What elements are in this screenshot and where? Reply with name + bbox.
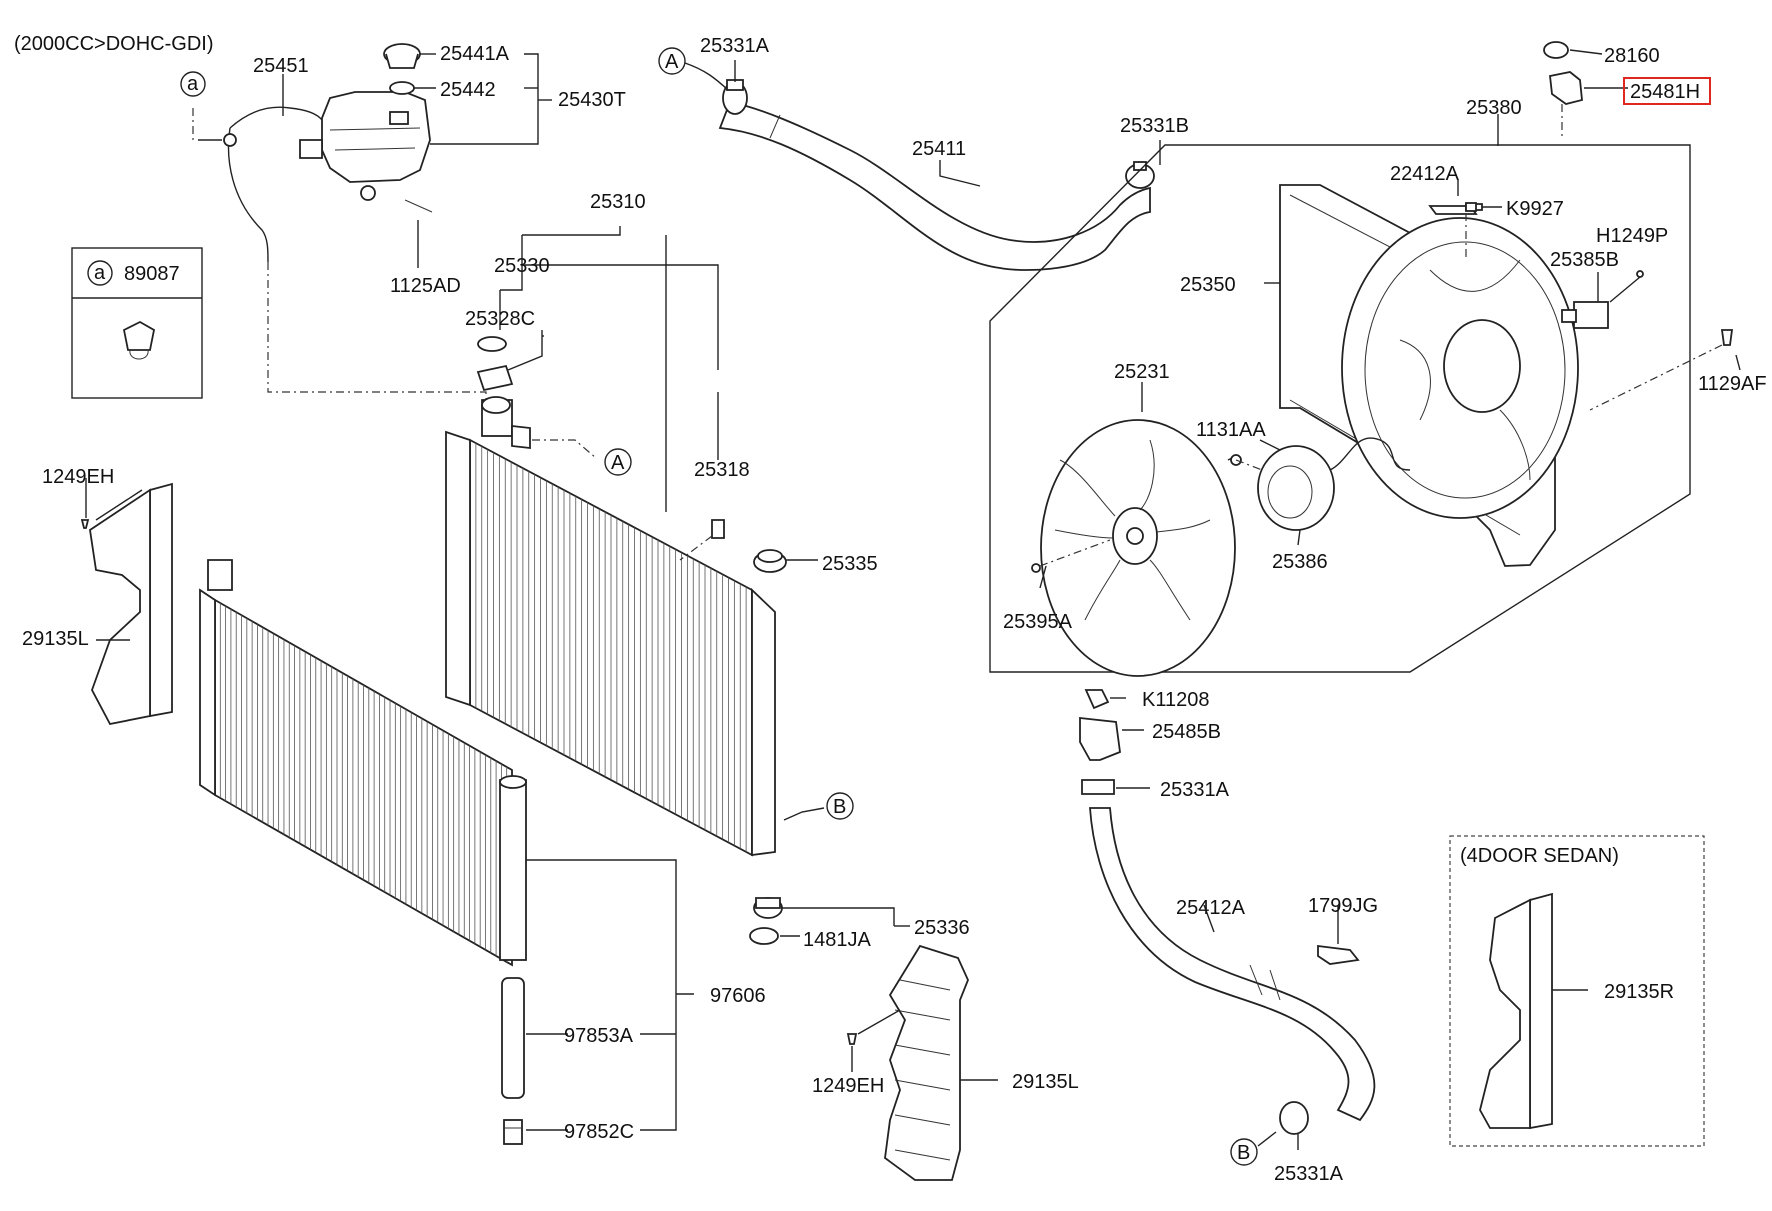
part-25335: 25335	[822, 553, 878, 575]
air-guard-bottom	[884, 944, 969, 1181]
grommet-25336	[753, 897, 783, 919]
legend-ref: a	[94, 262, 106, 284]
reservoir-cap	[383, 43, 421, 69]
part-K9927: K9927	[1506, 198, 1564, 220]
part-25385B: 25385B	[1550, 249, 1619, 271]
part-1129AF: 1129AF	[1698, 373, 1767, 395]
engine-note: (2000CC>DOHC-GDI)	[14, 33, 213, 55]
part-97852C: 97852C	[564, 1121, 634, 1143]
part-25441A: 25441A	[440, 43, 510, 65]
overflow-hose	[229, 106, 323, 129]
part-1799JG: 1799JG	[1308, 895, 1378, 917]
svg-text:a: a	[187, 73, 199, 95]
bolt-1249EH-bottom	[846, 1033, 858, 1045]
part-1131AA: 1131AA	[1196, 419, 1266, 441]
bolt-1249EH-left	[80, 519, 90, 529]
sedan-title: (4DOOR SEDAN)	[1460, 845, 1619, 867]
part-25395A: 25395A	[1003, 611, 1073, 633]
drier-cap-97852C	[503, 1119, 523, 1145]
svg-text:B: B	[833, 796, 846, 818]
part-25481H: 25481H	[1630, 81, 1700, 103]
bleed-K11208	[1084, 689, 1110, 710]
air-guard-left	[89, 482, 173, 726]
part-25411: 25411	[912, 138, 966, 160]
drain-25318	[711, 519, 725, 539]
clamp-25331A-bottom	[1279, 1101, 1309, 1135]
radiator-fins	[475, 443, 747, 852]
part-25485B: 25485B	[1152, 721, 1221, 743]
fitting-25485B	[1079, 716, 1121, 761]
svg-text:A: A	[665, 51, 679, 73]
part-25380: 25380	[1466, 97, 1522, 119]
ref-marker-a-top: a	[180, 71, 206, 97]
part-29135L-bottom: 29135L	[1012, 1071, 1079, 1093]
part-29135L-left: 29135L	[22, 628, 89, 650]
clip-1799JG	[1317, 944, 1360, 965]
ref-marker-A-radiator: A	[604, 448, 632, 476]
part-25331B: 25331B	[1120, 115, 1189, 137]
part-25310: 25310	[590, 191, 646, 213]
gasket-25328C	[477, 336, 507, 352]
part-28160: 28160	[1604, 45, 1660, 67]
part-1481JA: 1481JA	[803, 929, 871, 951]
part-K11208: K11208	[1142, 689, 1209, 711]
part-25331A-bottom: 25331A	[1274, 1163, 1344, 1185]
fan-assembly-outline	[989, 144, 1691, 673]
part-25442: 25442	[440, 79, 496, 101]
highlight-box-25481H	[1623, 77, 1711, 105]
part-25330: 25330	[494, 255, 550, 277]
part-97606: 97606	[710, 985, 766, 1007]
grommet-1481JA	[749, 927, 779, 945]
reservoir-tank	[299, 91, 431, 201]
part-25350: 25350	[1180, 274, 1236, 296]
svg-text:B: B	[1237, 1142, 1250, 1164]
clamp-25331B	[1125, 161, 1155, 189]
part-29135R: 29135R	[1604, 981, 1674, 1003]
fan-shroud	[1279, 184, 1579, 567]
drier-tube-97853A	[501, 977, 525, 1099]
bracket-28160	[1543, 41, 1569, 59]
sedan-variant-box: (4DOOR SEDAN) 29135R	[1449, 835, 1705, 1147]
part-25430T: 25430T	[558, 89, 626, 111]
part-25231: 25231	[1114, 361, 1170, 383]
part-1249EH-left: 1249EH	[42, 466, 114, 488]
svg-text:A: A	[611, 452, 625, 474]
part-25331A-mid: 25331A	[1160, 779, 1230, 801]
fan-resistor	[1561, 301, 1609, 329]
part-25331A-top: 25331A	[700, 35, 770, 57]
part-97853A: 97853A	[564, 1025, 634, 1047]
legend-part: 89087	[124, 263, 180, 285]
part-labels: 25451 25441A 25442 25430T 1125AD 25331A …	[22, 35, 1767, 1185]
part-25328C: 25328C	[465, 308, 535, 330]
radiator	[445, 396, 776, 857]
legend-box: a 89087	[71, 247, 203, 399]
part-25451: 25451	[253, 55, 309, 77]
part-25336: 25336	[914, 917, 970, 939]
part-25318: 25318	[694, 459, 750, 481]
bracket-25481H	[1549, 71, 1583, 105]
ref-marker-B-radiator: B	[826, 792, 854, 820]
part-25386: 25386	[1272, 551, 1328, 573]
part-H1249P: H1249P	[1596, 225, 1668, 247]
part-22412A: 22412A	[1390, 163, 1460, 185]
lower-hose	[1089, 807, 1376, 1122]
fan-blade	[1040, 419, 1236, 677]
ref-marker-A-top: A	[658, 47, 686, 75]
part-1249EH-bottom: 1249EH	[812, 1075, 884, 1097]
ref-marker-B-bottom: B	[1230, 1138, 1258, 1166]
clamp-25331A-top	[722, 79, 748, 115]
condenser	[199, 559, 527, 967]
upper-hose	[718, 100, 1151, 271]
bolt-H1249P	[1636, 270, 1644, 278]
condenser-fins	[219, 603, 508, 962]
cap-25330	[476, 364, 514, 392]
part-1125AD: 1125AD	[390, 275, 461, 297]
clamp-25331A-mid	[1081, 779, 1115, 795]
cap-gasket	[389, 81, 415, 95]
part-25412A: 25412A	[1176, 897, 1246, 919]
fan-motor	[1257, 437, 1411, 531]
grommet-25335	[753, 549, 787, 573]
